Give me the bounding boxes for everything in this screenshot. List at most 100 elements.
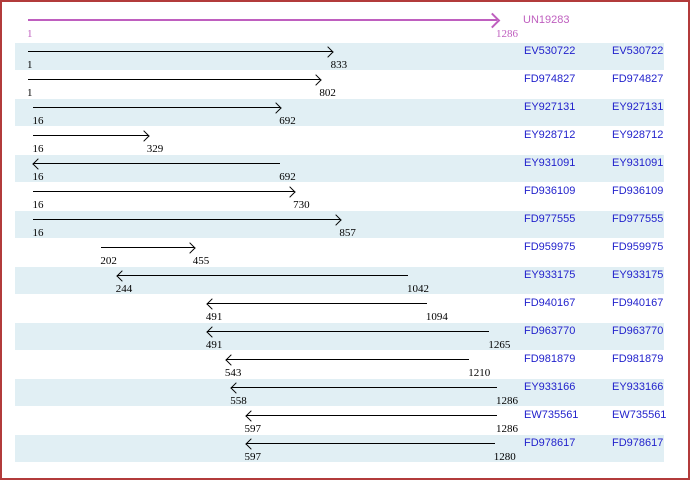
accession-link[interactable]: EY931091 (524, 157, 576, 169)
alignment-arrow-line (116, 275, 408, 276)
alignment-start-coordinate: 597 (244, 451, 262, 463)
accession-link-secondary[interactable]: FD981879 (612, 353, 664, 365)
accession-link[interactable]: EY927131 (524, 101, 576, 113)
accession-link-secondary[interactable]: FD959975 (612, 241, 664, 253)
accession-link-secondary[interactable]: FD963770 (612, 325, 664, 337)
accession-link-secondary[interactable]: EY933175 (612, 269, 664, 281)
accession-link-secondary[interactable]: FD940167 (612, 297, 664, 309)
arrowhead-right-icon (284, 186, 296, 198)
accession-link[interactable]: FD936109 (524, 185, 576, 197)
alignment-arrow-line (33, 219, 341, 220)
alignment-arrow-line (28, 79, 321, 80)
alignment-row: 16 692 EY927131 EY927131 (2, 99, 688, 127)
alignment-end-coordinate: 1286 (496, 423, 518, 435)
accession-link[interactable]: EW735561 (524, 409, 579, 421)
alignment-arrow-line (206, 303, 427, 304)
accession-link[interactable]: FD959975 (524, 241, 576, 253)
row-shading-band (15, 99, 664, 126)
alignment-start-coordinate: 16 (32, 115, 44, 127)
arrowhead-left-icon (244, 410, 257, 422)
accession-link[interactable]: EV530722 (524, 45, 576, 57)
alignment-start-coordinate: 491 (205, 339, 223, 351)
alignment-row: 597 1286 EW735561 EW735561 (2, 407, 688, 435)
accession-link-secondary[interactable]: EY927131 (612, 101, 664, 113)
alignment-start-coordinate: 543 (224, 367, 242, 379)
accession-link-secondary[interactable]: FD936109 (612, 185, 664, 197)
alignment-row: 16 857 FD977555 FD977555 (2, 211, 688, 239)
alignment-row: 491 1094 FD940167 FD940167 (2, 295, 688, 323)
alignment-end-coordinate: 692 (279, 171, 296, 183)
row-shading-band (15, 155, 664, 182)
row-shading-band (15, 43, 664, 70)
row-shading-band (15, 211, 664, 238)
accession-link-secondary[interactable]: EV530722 (612, 45, 664, 57)
alignment-arrow-line (231, 387, 497, 388)
accession-link[interactable]: EY928712 (524, 129, 576, 141)
alignment-end-coordinate: 1280 (493, 451, 516, 463)
alignment-arrow-line (33, 191, 295, 192)
alignment-start-coordinate: 491 (205, 311, 223, 323)
arrowhead-left-icon (206, 298, 218, 310)
alignment-end-coordinate: 455 (192, 255, 210, 267)
alignment-end-coordinate: 1210 (468, 367, 491, 379)
alignment-end-coordinate: 1286 (496, 395, 518, 407)
accession-link-secondary[interactable]: FD974827 (612, 73, 664, 85)
alignment-row: 202 455 FD959975 FD959975 (2, 239, 688, 267)
accession-link-secondary[interactable]: EY931091 (612, 157, 664, 169)
row-shading-band (15, 323, 664, 350)
accession-link-secondary[interactable]: EY928712 (612, 129, 664, 141)
alignment-row: 244 1042 EY933175 EY933175 (2, 267, 688, 295)
alignment-arrow-line (28, 51, 332, 52)
alignment-start-coordinate: 16 (32, 171, 44, 183)
alignment-arrow-line (33, 163, 281, 164)
alignment-start-coordinate: 1 (27, 87, 33, 99)
accession-link[interactable]: FD978617 (524, 437, 576, 449)
accession-link[interactable]: EY933166 (524, 381, 576, 393)
row-shading-band (15, 379, 664, 406)
accession-link-secondary[interactable]: EY933166 (612, 381, 664, 393)
alignment-row: 16 730 FD936109 FD936109 (2, 183, 688, 211)
alignment-arrow-line (245, 415, 497, 416)
alignment-end-coordinate: 1094 (425, 311, 448, 323)
accession-link[interactable]: EY933175 (524, 269, 576, 281)
arrowhead-right-icon (310, 74, 323, 86)
alignment-row: 1 802 FD974827 FD974827 (2, 71, 688, 99)
consensus-arrow-line (28, 19, 497, 21)
consensus-id-link[interactable]: UN19283 (523, 14, 570, 26)
accession-link[interactable]: FD963770 (524, 325, 576, 337)
alignment-start-coordinate: 16 (32, 227, 44, 239)
consensus-start-coordinate: 1 (27, 28, 33, 40)
alignment-row: 543 1210 FD981879 FD981879 (2, 351, 688, 379)
accession-link-secondary[interactable]: FD977555 (612, 213, 664, 225)
accession-link-secondary[interactable]: FD978617 (612, 437, 664, 449)
consensus-arrowhead-icon (484, 12, 501, 29)
accession-link[interactable]: FD974827 (524, 73, 576, 85)
alignment-start-coordinate: 244 (115, 283, 133, 295)
alignment-arrow-line (206, 331, 490, 332)
alignment-end-coordinate: 1042 (406, 283, 429, 295)
alignment-arrow-line (33, 107, 281, 108)
accession-link[interactable]: FD977555 (524, 213, 576, 225)
alignment-end-coordinate: 802 (319, 87, 336, 99)
arrowhead-right-icon (138, 130, 150, 142)
alignment-start-coordinate: 558 (230, 395, 247, 407)
alignment-end-coordinate: 730 (293, 199, 310, 211)
alignment-end-coordinate: 857 (339, 227, 356, 239)
arrowhead-left-icon (225, 354, 237, 366)
alignment-start-coordinate: 202 (100, 255, 117, 267)
accession-link[interactable]: FD940167 (524, 297, 576, 309)
consensus-row: 1 1286 UN19283 (2, 10, 688, 43)
alignment-start-coordinate: 597 (244, 423, 262, 435)
accession-link[interactable]: FD981879 (524, 353, 576, 365)
alignment-end-coordinate: 692 (279, 115, 296, 127)
alignment-arrow-line (245, 443, 495, 444)
alignment-start-coordinate: 16 (32, 199, 44, 211)
row-shading-band (15, 267, 664, 294)
alignment-arrow-line (225, 359, 470, 360)
accession-link-secondary[interactable]: EW735561 (612, 409, 667, 421)
alignment-arrow-line (33, 135, 148, 136)
